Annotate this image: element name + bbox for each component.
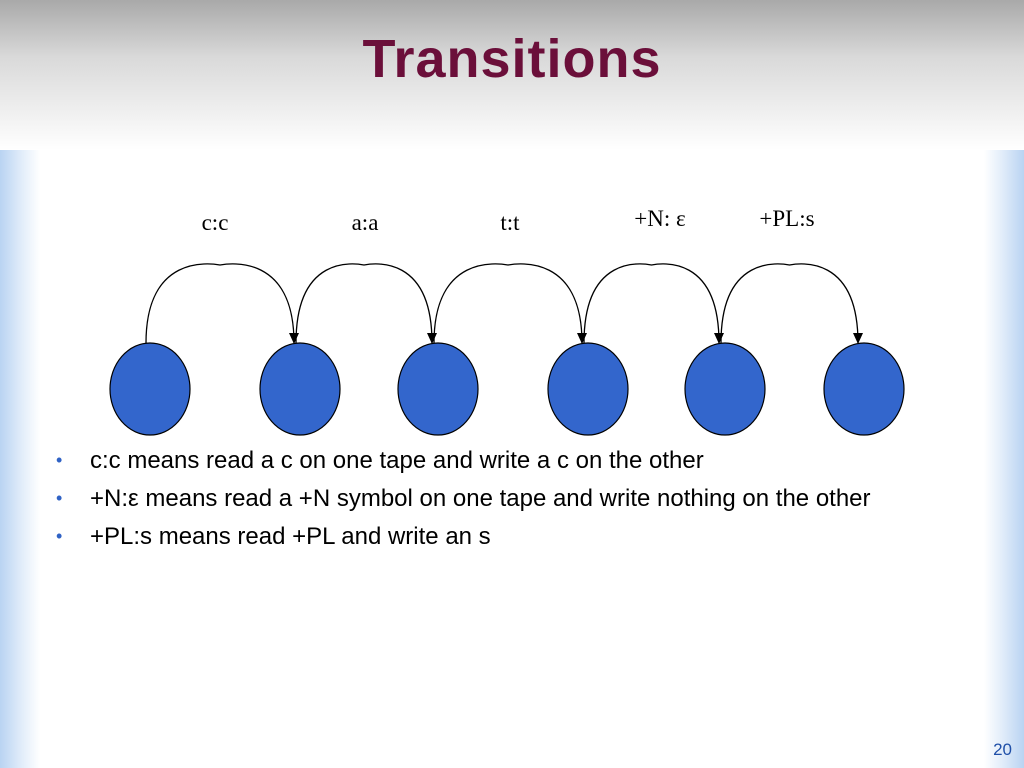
transition-label: +N: ε (634, 206, 685, 231)
header-gradient (0, 0, 1024, 150)
slide-title: Transitions (362, 29, 662, 89)
slide-number: 20 (993, 740, 1012, 759)
transition-arc (583, 263, 724, 344)
bullet-marker: • (56, 526, 63, 546)
state-node (547, 342, 629, 436)
bullet-marker: • (56, 488, 63, 508)
state-node (109, 342, 191, 436)
bullet-item: • c:c means read a c on one tape and wri… (52, 446, 932, 475)
bullet-text: +PL:s means read +PL and write an s (90, 523, 491, 550)
transition-arc (720, 263, 863, 344)
transition-arc (145, 263, 299, 344)
bullet-text: c:c means read a c on one tape and write… (90, 447, 704, 474)
right-gradient (984, 150, 1024, 768)
transition-label: c:c (202, 210, 229, 235)
bullet-list: • c:c means read a c on one tape and wri… (52, 446, 932, 560)
transition-arc (295, 263, 437, 344)
bullet-item: • +N:ε means read a +N symbol on one tap… (52, 484, 932, 513)
transition-label: a:a (352, 210, 379, 235)
state-node (823, 342, 905, 436)
state-node (397, 342, 479, 436)
bullet-marker: • (56, 450, 63, 470)
transition-arc (433, 263, 587, 344)
transition-label: +PL:s (759, 206, 814, 231)
state-node (259, 342, 341, 436)
transition-label: t:t (500, 210, 520, 235)
left-gradient (0, 150, 40, 768)
bullet-item: • +PL:s means read +PL and write an s (52, 522, 932, 551)
bullet-text: +N:ε means read a +N symbol on one tape … (90, 485, 871, 512)
state-node (684, 342, 766, 436)
